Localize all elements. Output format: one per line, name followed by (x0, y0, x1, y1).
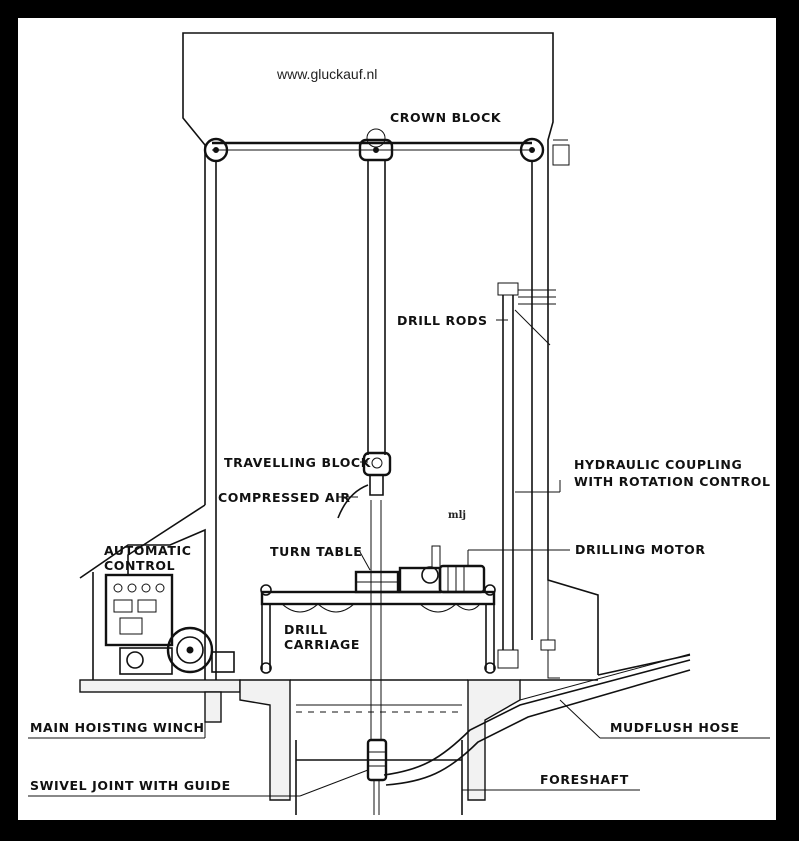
label-automatic-control-line1: AUTOMATIC (104, 543, 192, 558)
label-drill-carriage-line1: DRILL (284, 622, 328, 637)
automatic-control-cabinet (104, 573, 174, 647)
main-hoisting-winch (119, 626, 235, 675)
watermark-url: www.gluckauf.nl (276, 66, 377, 82)
swivel-joint (366, 738, 388, 782)
label-hydraulic-coupling-line1: HYDRAULIC COUPLING (574, 457, 742, 472)
headframe-outline (79, 32, 599, 680)
label-automatic-control-line2: CONTROL (104, 558, 175, 573)
label-drilling-motor: DRILLING MOTOR (575, 542, 706, 557)
ground-right (520, 654, 691, 681)
foreshaft (295, 740, 463, 815)
signature: mlj (448, 510, 466, 521)
turn-table (354, 570, 400, 594)
label-mudflush-hose: MUDFLUSH HOSE (610, 720, 739, 735)
label-crown-block: CROWN BLOCK (390, 110, 502, 125)
travelling-block (337, 451, 392, 519)
label-foreshaft: FORESHAFT (540, 772, 629, 787)
drilling-motor (398, 545, 486, 594)
label-travelling-block: TRAVELLING BLOCK (224, 455, 372, 470)
floor-and-foundation (79, 679, 521, 801)
label-main-hoisting-winch: MAIN HOISTING WINCH (30, 720, 205, 735)
hoisting-column (367, 160, 386, 815)
label-turn-table: TURN TABLE (270, 544, 362, 559)
crown-block (203, 128, 545, 680)
label-swivel-joint: SWIVEL JOINT WITH GUIDE (30, 778, 231, 793)
label-drill-carriage-line2: CARRIAGE (284, 637, 360, 652)
leader-lines (28, 319, 770, 797)
label-compressed-air: COMPRESSED AIR (218, 490, 351, 505)
hydraulic-coupling (540, 350, 560, 679)
label-drill-rods: DRILL RODS (397, 313, 488, 328)
label-hydraulic-coupling-line2: WITH ROTATION CONTROL (574, 474, 771, 489)
drill-rods-rack (497, 282, 556, 669)
